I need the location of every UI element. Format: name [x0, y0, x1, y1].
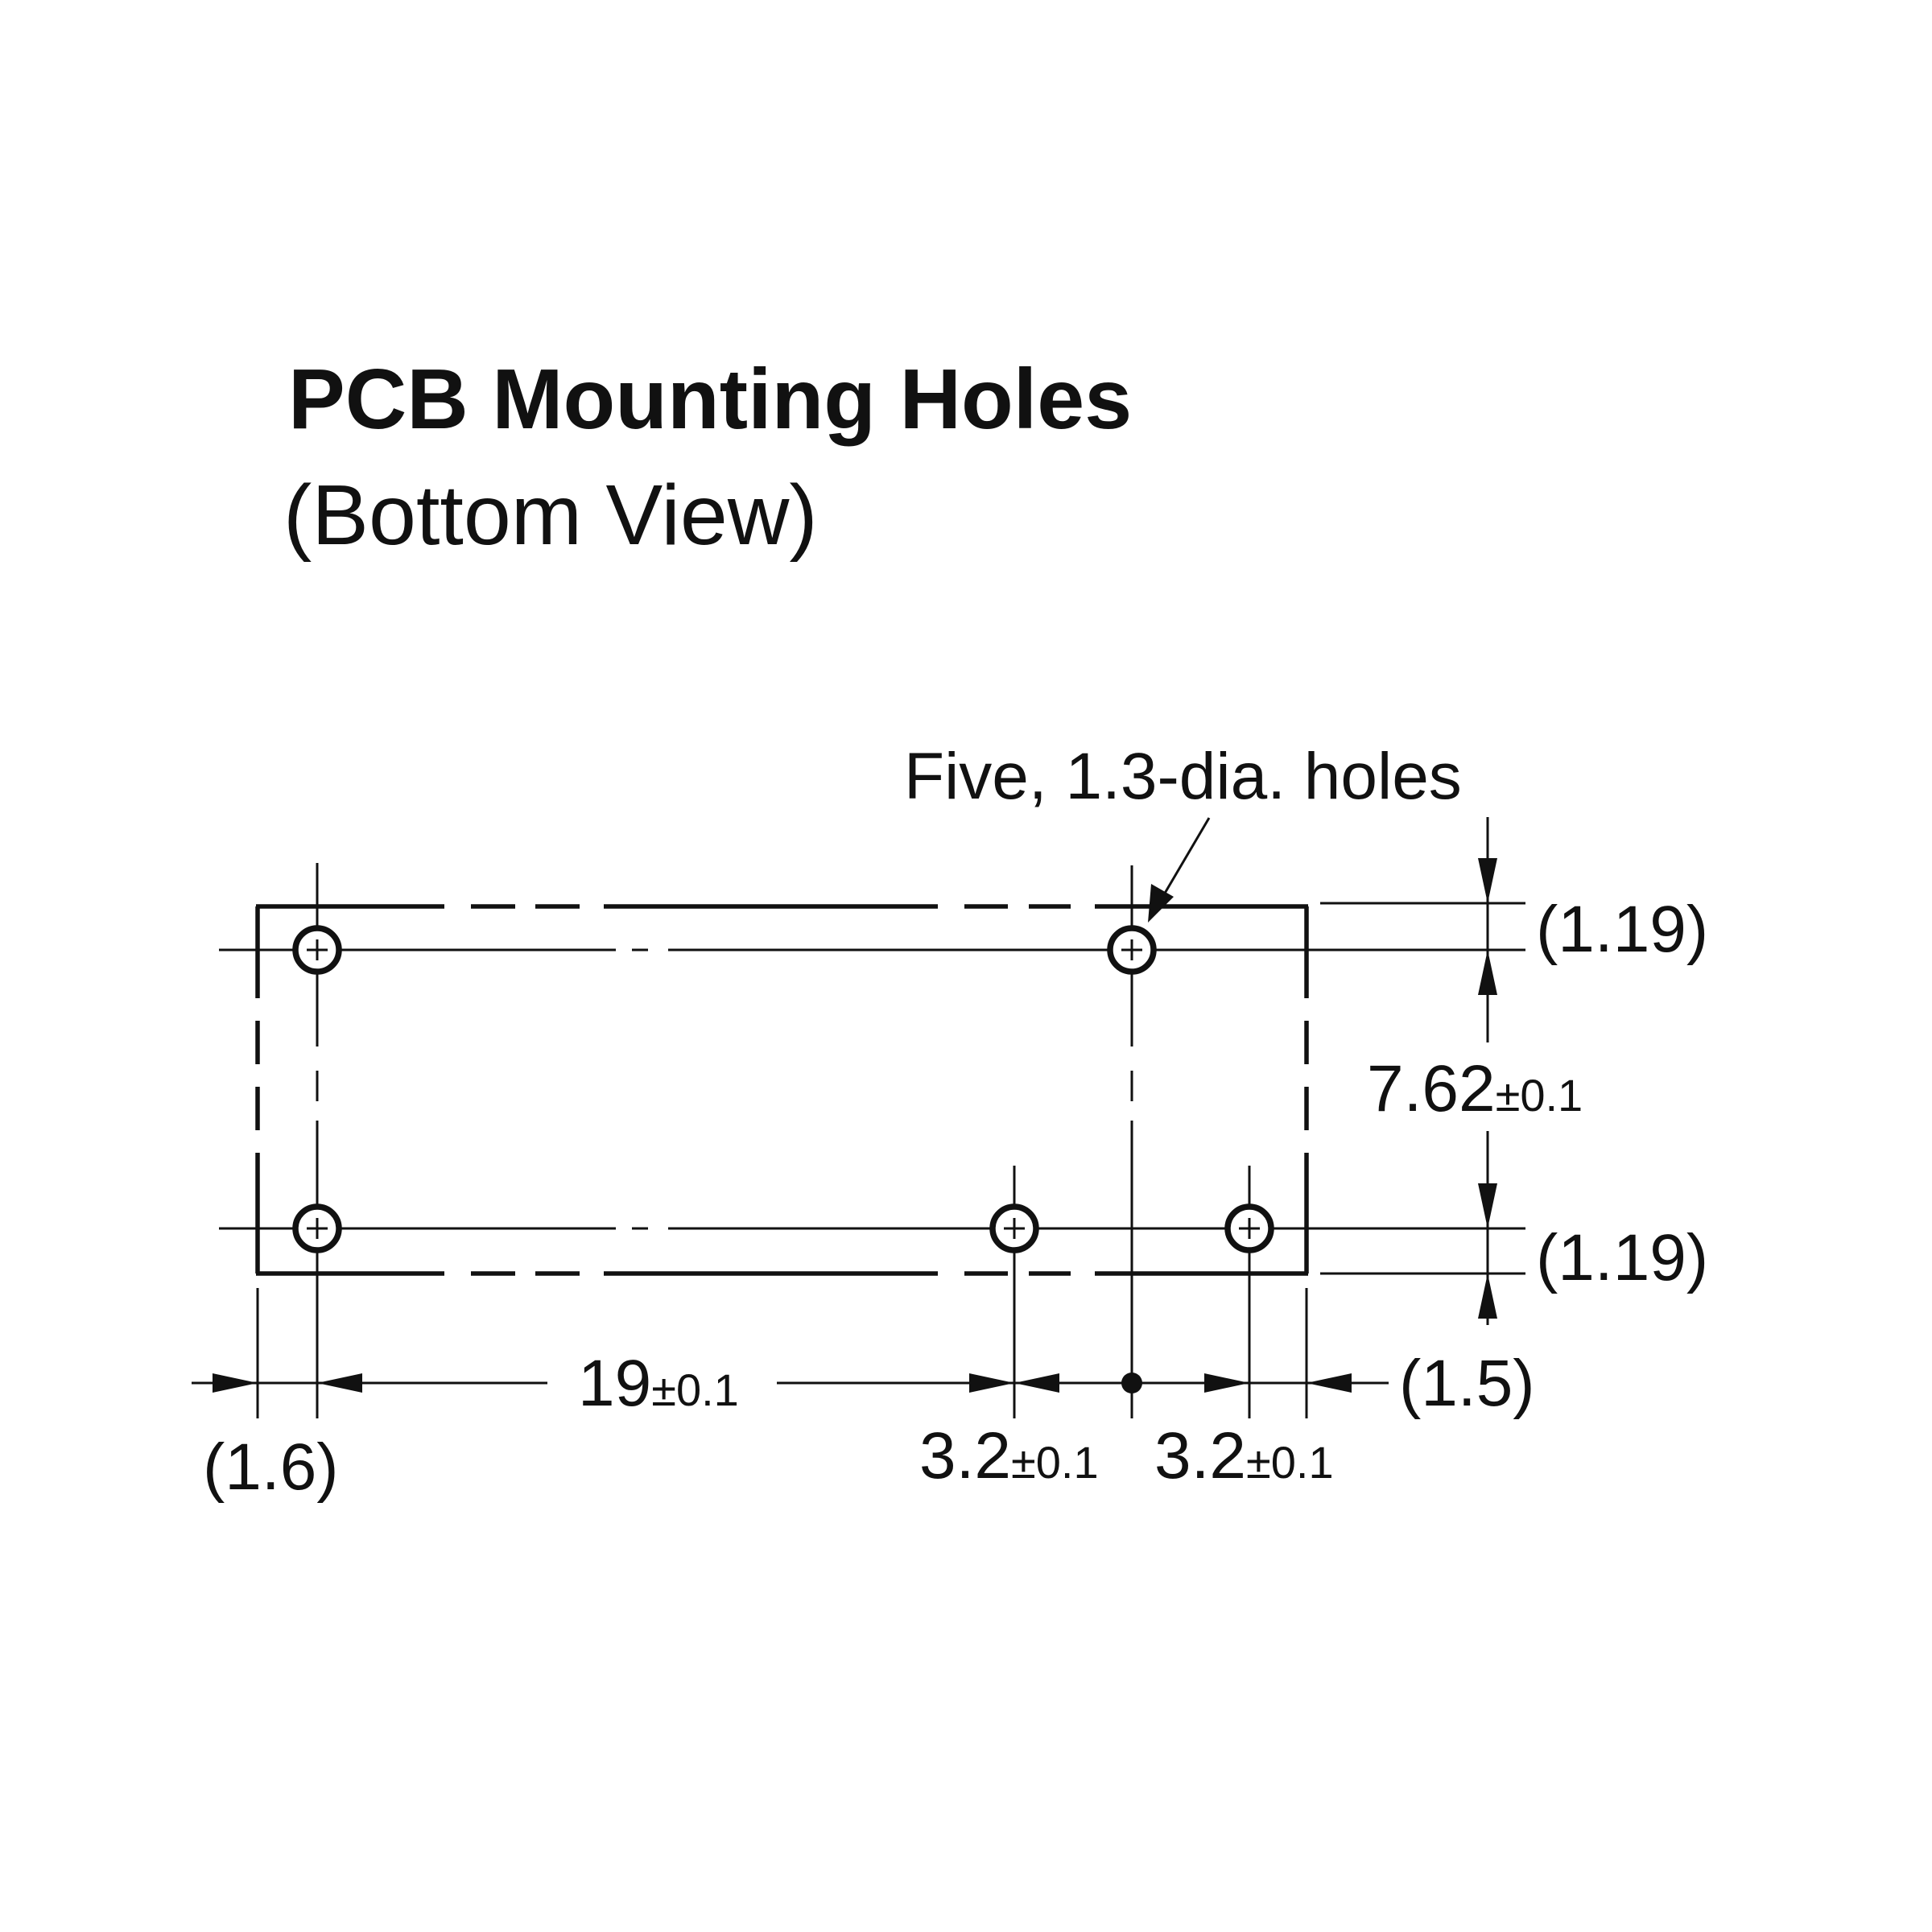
hole-callout: Five, 1.3-dia. holes — [904, 740, 1462, 923]
vertical-dimensions — [1368, 817, 1610, 1325]
dim-pitch-a: 3.2±0.1 — [919, 1419, 1099, 1492]
drawing-subtitle: (Bottom View) — [283, 468, 818, 563]
callout-label: Five, 1.3-dia. holes — [904, 740, 1462, 813]
dim-top-offset: (1.19) — [1536, 893, 1708, 966]
dim-bottom-offset: (1.19) — [1536, 1221, 1708, 1294]
mounting-hole — [989, 1203, 1039, 1253]
dim-right-offset: (1.5) — [1399, 1347, 1535, 1420]
center-lines — [219, 863, 1525, 1418]
dim-row-pitch: 7.62±0.1 — [1367, 1052, 1583, 1125]
horizontal-dimensions — [192, 1373, 1389, 1393]
component-outline — [255, 904, 1309, 1276]
mounting-hole — [1224, 1203, 1274, 1253]
dim-main-span: 19±0.1 — [578, 1347, 739, 1420]
mounting-hole — [292, 1203, 342, 1253]
dim-left-offset: (1.6) — [203, 1430, 339, 1504]
dim-pitch-b: 3.2±0.1 — [1154, 1419, 1334, 1492]
mounting-hole — [292, 925, 342, 975]
drawing-title: PCB Mounting Holes — [288, 352, 1132, 447]
mounting-hole — [1107, 925, 1157, 975]
